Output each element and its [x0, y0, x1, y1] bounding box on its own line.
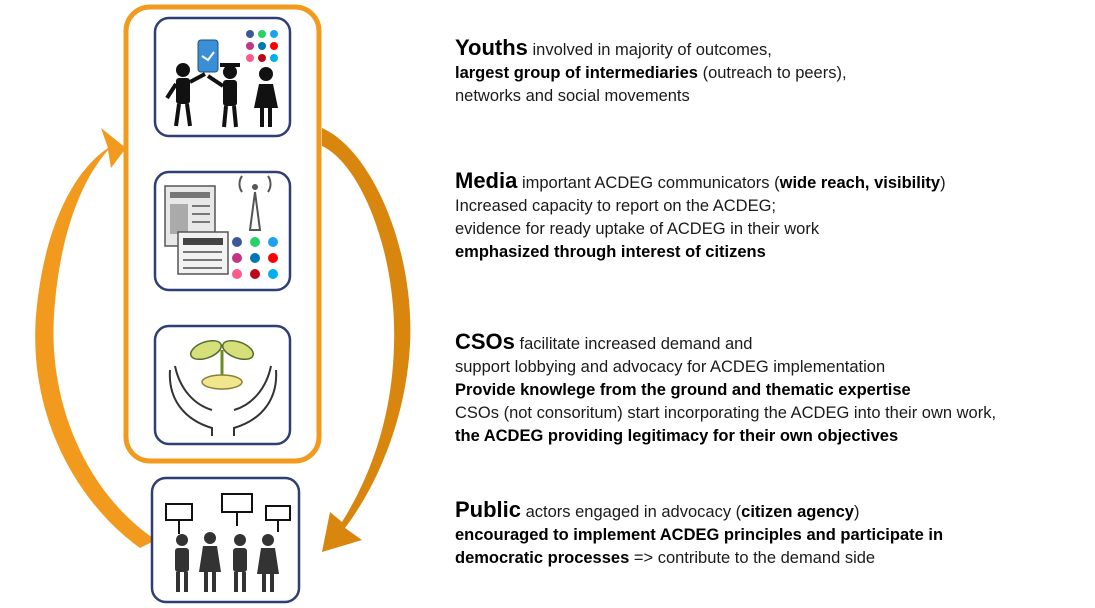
- section-title: Youths: [455, 35, 528, 60]
- section-public: Public actors engaged in advocacy (citiz…: [455, 498, 943, 570]
- section-title: CSOs: [455, 329, 515, 354]
- body-text: evidence for ready uptake of ACDEG in th…: [455, 220, 820, 238]
- section-line: Provide knowlege from the ground and the…: [455, 379, 996, 402]
- emphasis-text: wide reach, visibility: [779, 174, 941, 192]
- public-icon: [150, 476, 301, 604]
- section-line: Increased capacity to report on the ACDE…: [455, 195, 946, 218]
- section-youths: Youths involved in majority of outcomes,…: [455, 36, 847, 108]
- csos-icon: [153, 324, 292, 446]
- section-line: emphasized through interest of citizens: [455, 241, 946, 264]
- emphasis-text: the ACDEG providing legitimacy for their…: [455, 427, 899, 445]
- emphasis-text: encouraged to implement ACDEG principles…: [455, 526, 944, 544]
- section-line: evidence for ready uptake of ACDEG in th…: [455, 218, 946, 241]
- emphasis-text: citizen agency: [741, 503, 854, 521]
- section-line: Media important ACDEG communicators (wid…: [455, 169, 946, 195]
- body-text: ): [853, 503, 860, 521]
- cycle-arrow-down: [322, 128, 411, 552]
- body-text: CSOs (not consoritum) start incorporatin…: [455, 404, 997, 422]
- media-icon: [153, 170, 292, 292]
- body-text: actors engaged in advocacy (: [521, 503, 742, 521]
- emphasis-text: emphasized through interest of citizens: [455, 243, 766, 261]
- section-line: networks and social movements: [455, 85, 847, 108]
- section-line: CSOs (not consoritum) start incorporatin…: [455, 402, 996, 425]
- section-line: Youths involved in majority of outcomes,: [455, 36, 847, 62]
- body-text: ): [940, 174, 946, 192]
- body-text: involved in majority of outcomes,: [527, 41, 772, 59]
- emphasis-text: democratic processes: [455, 549, 630, 567]
- body-text: Increased capacity to report on the ACDE…: [455, 197, 777, 215]
- section-line: encouraged to implement ACDEG principles…: [455, 524, 943, 547]
- section-line: Public actors engaged in advocacy (citiz…: [455, 498, 943, 524]
- group-frame: [123, 4, 322, 464]
- cycle-arrow-up: [35, 128, 156, 548]
- section-csos: CSOs facilitate increased demand and supp…: [455, 330, 996, 448]
- body-text: (outreach to peers),: [697, 64, 847, 82]
- youths-icon: [153, 16, 292, 138]
- section-media: Media important ACDEG communicators (wid…: [455, 169, 946, 264]
- body-text: facilitate increased demand and: [514, 335, 753, 353]
- body-text: => contribute to the demand side: [629, 549, 876, 567]
- section-line: the ACDEG providing legitimacy for their…: [455, 425, 996, 448]
- body-text: support lobbying and advocacy for ACDEG …: [455, 358, 886, 376]
- section-line: support lobbying and advocacy for ACDEG …: [455, 356, 996, 379]
- body-text: networks and social movements: [455, 87, 690, 105]
- emphasis-text: largest group of intermediaries: [455, 64, 698, 82]
- section-line: democratic processes => contribute to th…: [455, 547, 943, 570]
- section-title: Media: [455, 168, 518, 193]
- body-text: important ACDEG communicators (: [517, 174, 780, 192]
- section-line: CSOs facilitate increased demand and: [455, 330, 996, 356]
- emphasis-text: Provide knowlege from the ground and the…: [455, 381, 911, 399]
- section-line: largest group of intermediaries (outreac…: [455, 62, 847, 85]
- section-title: Public: [455, 497, 522, 522]
